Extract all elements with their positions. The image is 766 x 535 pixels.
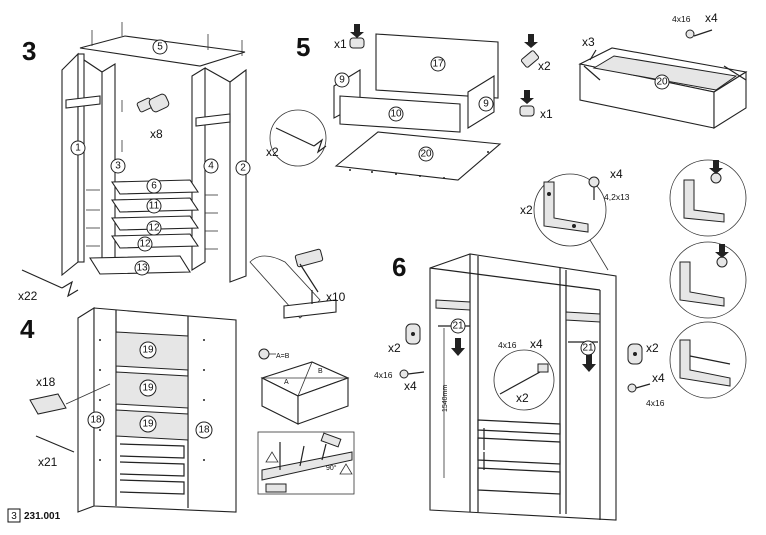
screw-qty-box-top: x4 — [705, 11, 718, 25]
part-label-20b: 20 — [656, 77, 668, 88]
screw-size-box: 4x16 — [672, 14, 691, 24]
screw-icon — [685, 29, 713, 39]
l-bracket-icon — [543, 181, 589, 233]
nail-icon — [35, 435, 75, 453]
screw-size-left: 4x16 — [374, 370, 393, 380]
screw-detail-circle — [269, 109, 327, 167]
screw-qty-center: x4 — [530, 337, 543, 351]
dowel-icon-right — [520, 34, 540, 68]
rail-bracket-right-icon — [627, 343, 643, 365]
part-label-2: 2 — [240, 163, 246, 174]
cam-bolt-icon — [136, 93, 170, 113]
angle-90-label: 90° — [326, 464, 337, 472]
screwdriver-icon-center — [499, 363, 549, 395]
screw-size-center: 4x16 — [498, 340, 517, 350]
cam-lock-qty-right: x1 — [540, 107, 553, 121]
nail-qty-back: x21 — [38, 455, 58, 469]
drawer-base-20 — [334, 131, 502, 181]
bracket-qty-right: x2 — [646, 341, 659, 355]
part-label-4: 4 — [208, 161, 214, 172]
screw-size-top: 4,2x13 — [604, 192, 630, 202]
drawer-box-assembly: 20 x3 4x16 x4 — [578, 11, 748, 129]
cam-lock-icon-right — [519, 90, 535, 117]
bracket-qty-left: x2 — [388, 341, 401, 355]
detail-circle-2 — [669, 241, 747, 319]
part-label-9b: 9 — [483, 99, 489, 110]
height-dimension-label: 1540mm — [442, 385, 449, 412]
screw-qty-left: x4 — [404, 379, 417, 393]
center-detail-circle — [493, 349, 555, 411]
part-label-6: 6 — [151, 181, 157, 192]
cam-lock-qty-top: x1 — [334, 37, 347, 51]
screw-icon-left — [399, 369, 425, 379]
corner-a-label: A — [284, 379, 289, 386]
screw-qty-left: x2 — [266, 145, 279, 159]
step-3: 3 — [18, 22, 346, 319]
part-label-17: 17 — [432, 59, 444, 70]
step-5-number: 5 — [296, 32, 310, 62]
part-label-9a: 9 — [339, 75, 345, 86]
cam-bolt-qty: x8 — [150, 127, 163, 141]
right-side-panel-2 — [229, 68, 247, 283]
bracket-qty-center: x2 — [516, 391, 529, 405]
square-check-detail: A B A=B — [258, 348, 350, 425]
step-5: 5 x1 x2 x1 — [266, 24, 553, 181]
nail-angle-detail: 90° — [257, 431, 355, 495]
a-equals-b-label: A=B — [276, 353, 290, 360]
part-label-10: 10 — [390, 109, 402, 120]
part-label-18b: 18 — [198, 425, 210, 436]
part-label-1: 1 — [75, 143, 81, 154]
screw-icon-top — [588, 176, 600, 200]
page-number: 3 — [11, 511, 17, 522]
step-4: 4 19 19 19 18 18 x18 x21 — [20, 307, 237, 513]
side-detail-column — [669, 159, 747, 399]
part-label-19c: 19 — [142, 419, 154, 430]
top-detail-circle — [533, 173, 607, 247]
screw-qty-right: x4 — [652, 371, 665, 385]
product-code: 231.001 — [24, 511, 61, 522]
rail-12b — [110, 233, 200, 249]
part-label-12b: 12 — [139, 239, 151, 250]
part-label-19b: 19 — [142, 383, 154, 394]
step-3-number: 3 — [22, 36, 36, 66]
page-footer: 3 231.001 — [7, 508, 61, 523]
part-label-11: 11 — [149, 201, 160, 212]
part-label-21a: 21 — [452, 321, 464, 332]
dowel-qty: x22 — [18, 289, 38, 303]
part-label-13: 13 — [136, 263, 148, 274]
detail-circle-3 — [669, 321, 747, 399]
screw-qty-top: x4 — [610, 167, 623, 181]
part-label-12a: 12 — [148, 223, 160, 234]
part-label-19a: 19 — [142, 345, 154, 356]
part-label-5: 5 — [157, 42, 163, 53]
bracket-icon — [29, 383, 111, 415]
screw-qty-box: x3 — [582, 35, 595, 49]
nail-qty: x10 — [326, 290, 346, 304]
warning-icon-left — [265, 451, 279, 463]
dowel-qty-right: x2 — [538, 59, 551, 73]
cam-lock-icon-top — [349, 24, 365, 49]
warning-icon-right — [339, 463, 353, 475]
part-label-20a: 20 — [420, 149, 432, 160]
detail-circle-1 — [669, 159, 747, 237]
l-bracket-qty: x2 — [520, 203, 533, 217]
part-label-21b: 21 — [582, 343, 594, 354]
screwdriver-icon — [21, 269, 79, 298]
step-4-number: 4 — [20, 314, 35, 344]
screwdriver-icon — [275, 127, 327, 154]
step-6: 6 21 21 1540mm — [374, 167, 665, 521]
corner-b-label: B — [318, 368, 323, 375]
part-label-3: 3 — [115, 161, 121, 172]
part-label-18a: 18 — [90, 415, 102, 426]
screw-size-right: 4x16 — [646, 398, 665, 408]
hammer-detail — [249, 248, 337, 319]
screw-icon-right — [627, 383, 651, 393]
bracket-qty: x18 — [36, 375, 56, 389]
rail-bracket-left-icon — [405, 323, 421, 345]
left-side-panel-1 — [61, 52, 79, 277]
step-6-number: 6 — [392, 252, 406, 282]
tape-measure-icon — [258, 348, 276, 360]
